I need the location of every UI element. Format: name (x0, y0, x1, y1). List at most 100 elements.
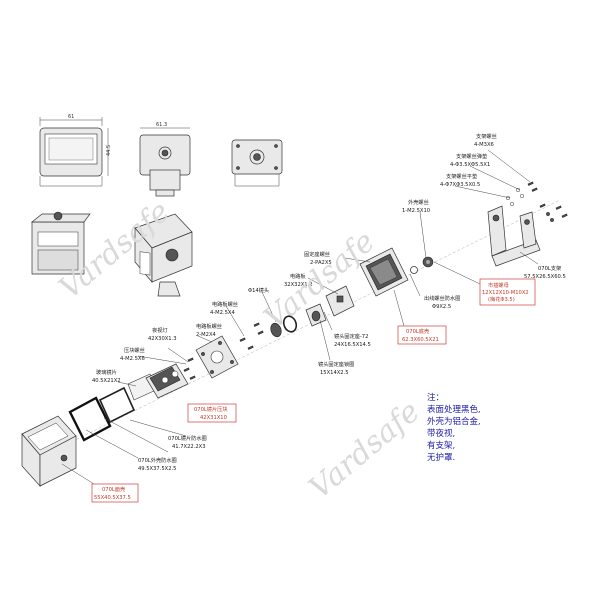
svg-text:注：: 注： (427, 392, 444, 403)
bracket-part (487, 205, 541, 267)
svg-text:带夜视,: 带夜视, (427, 428, 455, 439)
lens-cover-part (145, 363, 189, 399)
svg-text:12X12X10-M10X2: 12X12X10-M10X2 (482, 290, 529, 296)
nut-seal-part (410, 266, 418, 274)
svg-text:玻璃镜片: 玻璃镜片 (96, 368, 117, 376)
circuit-board-part (325, 285, 355, 317)
svg-text:070L底壳: 070L底壳 (406, 327, 429, 335)
shell-gasket-part (68, 396, 112, 442)
label-bracket: 070L支架 57.5X26.5X60.5 (524, 264, 566, 280)
dim-front-width: 61 (68, 114, 74, 120)
svg-text:出线螺丝防水圈: 出线螺丝防水圈 (424, 294, 460, 302)
svg-text:Vardsafe: Vardsafe (303, 394, 427, 506)
label-circuit-board: 电路板 32X32X1.2 (284, 272, 313, 288)
label-pressure-screw: 压块螺丝 4-M2.5X6 (120, 346, 145, 362)
svg-text:1-M2.5X10: 1-M2.5X10 (402, 208, 430, 214)
svg-text:外壳螺丝: 外壳螺丝 (408, 198, 429, 206)
svg-text:55X40.5X37.5: 55X40.5X37.5 (94, 495, 131, 501)
label-lens-mount: 镜头固定座-72 24X16.5X14.5 (334, 332, 371, 348)
svg-text:镜头固定座-72: 镜头固定座-72 (334, 332, 368, 340)
night-lamp-board (195, 335, 239, 379)
svg-text:070L外壳防水圈: 070L外壳防水圈 (138, 456, 177, 464)
label-night-lamp: 夜视灯 42X30X1.3 (148, 326, 177, 342)
svg-text:夜视灯: 夜视灯 (152, 326, 168, 334)
svg-text:4-M2.5X6: 4-M2.5X6 (120, 356, 145, 362)
svg-text:表面处理黑色,: 表面处理黑色, (427, 404, 481, 415)
label-lens-gasket: 070L镜片防水圈 41.7X22.2X3 (168, 434, 207, 450)
city-nut-part (422, 256, 434, 268)
front-view: 61 44.5 (39, 114, 112, 187)
label-glass: 玻璃镜片 40.5X21X2 (92, 368, 121, 384)
svg-text:40.5X21X2: 40.5X21X2 (92, 378, 121, 384)
svg-text:32X32X1.2: 32X32X1.2 (284, 282, 313, 288)
back-shell-part (359, 247, 409, 297)
svg-text:2-PA2X5: 2-PA2X5 (310, 260, 332, 266)
bracket-screws (505, 181, 568, 222)
svg-text:(梅花Φ3.5): (梅花Φ3.5) (488, 295, 515, 303)
svg-text:42X30X1.3: 42X30X1.3 (148, 336, 177, 342)
label-fix-screw: 固定座螺丝 2-PA2X5 (304, 250, 332, 266)
bottom-iso-view (31, 211, 91, 275)
pcb-screws (239, 322, 264, 350)
svg-text:15X14X2.5: 15X14X2.5 (320, 370, 349, 376)
svg-text:070L面壳: 070L面壳 (102, 485, 125, 493)
svg-text:Φ14镜头: Φ14镜头 (248, 286, 269, 294)
perspective-view (134, 213, 193, 297)
svg-text:有支架,: 有支架, (427, 440, 455, 451)
svg-text:070L支架: 070L支架 (538, 264, 561, 272)
svg-text:市插螺母: 市插螺母 (488, 281, 509, 289)
svg-text:24X16.5X14.5: 24X16.5X14.5 (334, 342, 371, 348)
svg-text:压块螺丝: 压块螺丝 (124, 346, 145, 354)
note-block: 注： 表面处理黑色, 外壳为铝合金, 带夜视, 有支架, 无护罩. (427, 392, 481, 463)
svg-text:支架螺丝弹垫: 支架螺丝弹垫 (456, 152, 488, 160)
svg-text:支架螺丝: 支架螺丝 (476, 132, 497, 140)
leader-lines (61, 149, 539, 485)
label-shell-gasket: 070L外壳防水圈 49.5X37.5X2.5 (138, 456, 177, 472)
svg-text:4-M2.5X4: 4-M2.5X4 (210, 310, 235, 316)
label-lens-ring: 镜头固定座锁圈 15X14X2.5 (318, 360, 354, 376)
svg-text:4-Φ3.5XΦ5.5X1: 4-Φ3.5XΦ5.5X1 (450, 162, 490, 168)
label-lens-cover: 070L镜片压块 42X31X10 (187, 403, 237, 423)
svg-text:4-M3X6: 4-M3X6 (474, 142, 494, 148)
label-pcb-screw: 电路板螺丝 4-M2.5X4 (210, 300, 238, 316)
label-bracket-flat-washer: 支架螺丝平垫 4-Φ7XΦ3.5X0.5 (440, 172, 480, 188)
label-case-screw: 外壳螺丝 1-M2.5X10 (402, 198, 430, 214)
label-bracket-screw: 支架螺丝 4-M3X6 (474, 132, 497, 148)
svg-text:4-Φ7XΦ3.5X0.5: 4-Φ7XΦ3.5X0.5 (440, 182, 480, 188)
label-pcb-nut: 电路板螺丝 2-M2X4 (196, 322, 222, 338)
svg-text:固定座螺丝: 固定座螺丝 (304, 250, 330, 258)
label-city-nut: 市插螺母 12X12X10-M10X2 (梅花Φ3.5) (479, 278, 536, 306)
label-back-shell: 070L底壳 62.3X60.5X21 (397, 325, 447, 345)
svg-text:镜头固定座锁圈: 镜头固定座锁圈 (318, 360, 354, 368)
svg-text:070L镜片防水圈: 070L镜片防水圈 (168, 434, 207, 442)
svg-text:电路板螺丝: 电路板螺丝 (212, 300, 238, 308)
watermarks: Vardsafe Vardsafe Vardsafe (53, 194, 427, 506)
svg-text:无护罩.: 无护罩. (427, 452, 455, 463)
label-nut-seal: 出线螺丝防水圈 Φ9X2.5 (424, 294, 460, 310)
label-bracket-washer: 支架螺丝弹垫 4-Φ3.5XΦ5.5X1 (450, 152, 490, 168)
rear-view (231, 139, 283, 187)
pressure-screws (183, 357, 196, 380)
svg-text:62.3X60.5X21: 62.3X60.5X21 (402, 337, 439, 343)
label-face-shell: 070L面壳 55X40.5X37.5 (91, 483, 139, 503)
svg-text:57.5X26.5X60.5: 57.5X26.5X60.5 (524, 274, 566, 280)
lens-part (270, 315, 298, 338)
lens-gasket-part (98, 386, 136, 424)
lens-mount-part (305, 303, 327, 327)
svg-text:电路板: 电路板 (290, 272, 306, 280)
label-lens: Φ14镜头 (248, 286, 269, 294)
svg-text:支架螺丝平垫: 支架螺丝平垫 (446, 172, 478, 180)
dim-front-height: 44.5 (106, 145, 112, 156)
svg-text:42X31X10: 42X31X10 (200, 415, 227, 421)
svg-text:070L镜片压块: 070L镜片压块 (194, 405, 228, 413)
svg-text:电路板螺丝: 电路板螺丝 (196, 322, 222, 330)
svg-text:外壳为铝合金,: 外壳为铝合金, (427, 416, 481, 427)
svg-text:2-M2X4: 2-M2X4 (196, 332, 217, 338)
side-view: 61.3 (139, 122, 191, 197)
dim-side-width: 61.3 (156, 122, 167, 128)
face-shell-part (21, 415, 77, 487)
svg-text:41.7X22.2X3: 41.7X22.2X3 (172, 444, 206, 450)
svg-text:Φ9X2.5: Φ9X2.5 (432, 304, 451, 310)
svg-text:49.5X37.5X2.5: 49.5X37.5X2.5 (138, 466, 176, 472)
